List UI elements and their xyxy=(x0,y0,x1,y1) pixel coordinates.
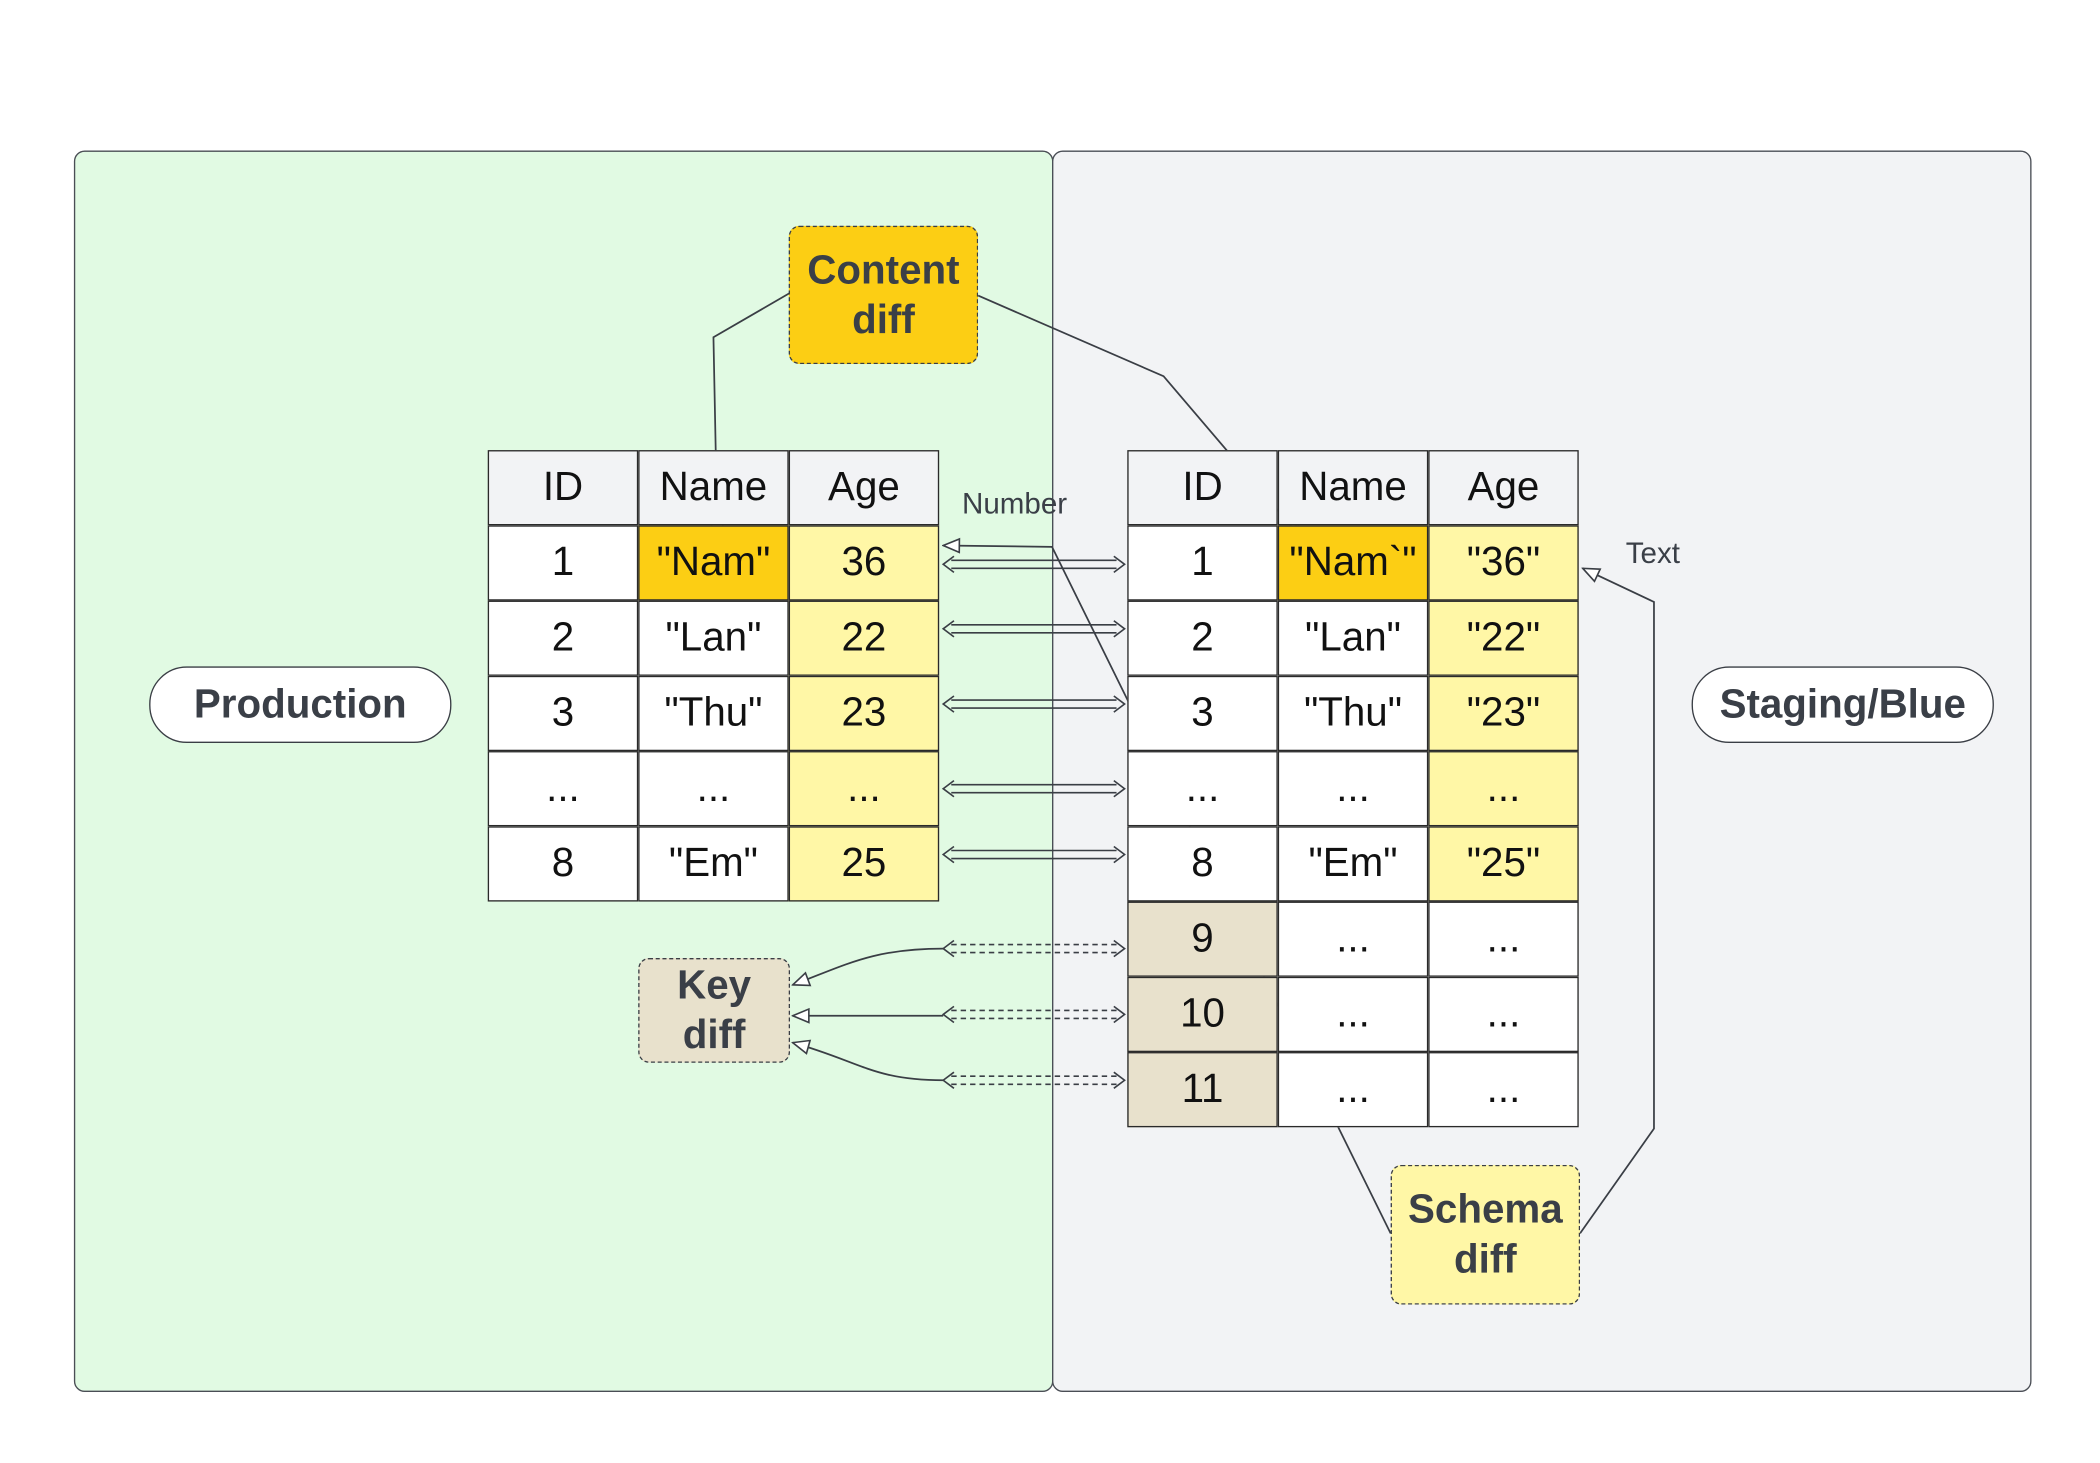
production-table-cell: "Em" xyxy=(638,826,789,902)
staging-table-cell: 11 xyxy=(1127,1052,1278,1128)
production-label: Production xyxy=(149,666,452,744)
staging-table-cell: "Nam`" xyxy=(1277,525,1429,601)
production-table-cell: 25 xyxy=(788,826,940,902)
key-only-row-arrow xyxy=(941,1005,1126,1024)
key-diff-connector-9 xyxy=(793,947,944,985)
production-table-cell: 1 xyxy=(487,525,639,601)
number-type-label: Number xyxy=(962,486,1068,520)
row-match-arrow xyxy=(941,695,1126,713)
staging-table-cell: ... xyxy=(1428,1052,1579,1128)
production-table-cell: 2 xyxy=(487,600,639,676)
staging-table-cell: "Em" xyxy=(1277,826,1429,902)
staging-table-cell: ... xyxy=(1277,1052,1429,1128)
staging-table-cell: "Thu" xyxy=(1277,675,1429,752)
production-table-cell: 23 xyxy=(788,675,940,752)
text-type-label: Text xyxy=(1625,536,1680,570)
staging-table-cell: "36" xyxy=(1428,525,1579,601)
row-match-arrows xyxy=(941,555,1126,1089)
staging-table-cell: ... xyxy=(1428,976,1579,1053)
staging-table-cell: 8 xyxy=(1127,826,1278,902)
production-table-cell: 3 xyxy=(487,675,639,752)
content-diff-box: Content diff xyxy=(788,225,979,365)
row-match-arrow xyxy=(941,845,1126,864)
production-table-cell: "Thu" xyxy=(638,675,789,752)
production-table-cell: ... xyxy=(788,751,940,827)
row-match-arrow xyxy=(941,779,1126,798)
staging-table-cell: ... xyxy=(1277,901,1429,977)
staging-table-cell: "25" xyxy=(1428,826,1579,902)
staging-table-cell: 3 xyxy=(1127,675,1278,752)
row-match-arrow xyxy=(941,555,1126,574)
production-table-cell: "Lan" xyxy=(638,600,789,676)
staging-table-cell: "Lan" xyxy=(1277,600,1429,676)
production-table-cell: ... xyxy=(638,751,789,827)
schema-diff-connector-text xyxy=(1579,568,1655,1234)
production-table-header-id: ID xyxy=(487,450,639,526)
key-only-row-arrow xyxy=(941,1071,1126,1089)
staging-table-header-age: Age xyxy=(1428,450,1579,526)
staging-table-header-name: Name xyxy=(1277,450,1429,526)
staging-table-cell: 1 xyxy=(1127,525,1278,601)
production-table-header-age: Age xyxy=(788,450,940,526)
key-diff-connector-11 xyxy=(793,1043,944,1082)
key-only-row-arrow xyxy=(941,939,1126,958)
production-table-cell: 8 xyxy=(487,826,639,902)
production-table-cell: ... xyxy=(487,751,639,827)
row-match-arrow xyxy=(941,620,1126,638)
staging-table-cell: ... xyxy=(1277,976,1429,1053)
staging-table-cell: ... xyxy=(1428,751,1579,827)
key-diff-box: Key diff xyxy=(638,957,791,1063)
staging-table-header-id: ID xyxy=(1127,450,1278,526)
production-table-cell: 36 xyxy=(788,525,940,601)
staging-table-cell: 9 xyxy=(1127,901,1278,977)
staging-table-cell: 10 xyxy=(1127,976,1278,1053)
staging-label: Staging/Blue xyxy=(1691,666,1994,744)
staging-table-cell: ... xyxy=(1428,901,1579,977)
schema-diff-box: Schema diff xyxy=(1390,1164,1581,1305)
production-table-cell: "Nam" xyxy=(638,525,789,601)
staging-table-cell: ... xyxy=(1127,751,1278,827)
production-table-header-name: Name xyxy=(638,450,789,526)
staging-table-cell: "23" xyxy=(1428,675,1579,752)
production-table-cell: 22 xyxy=(788,600,940,676)
staging-table-cell: ... xyxy=(1277,751,1429,827)
staging-table-cell: 2 xyxy=(1127,600,1278,676)
staging-table-cell: "22" xyxy=(1428,600,1579,676)
